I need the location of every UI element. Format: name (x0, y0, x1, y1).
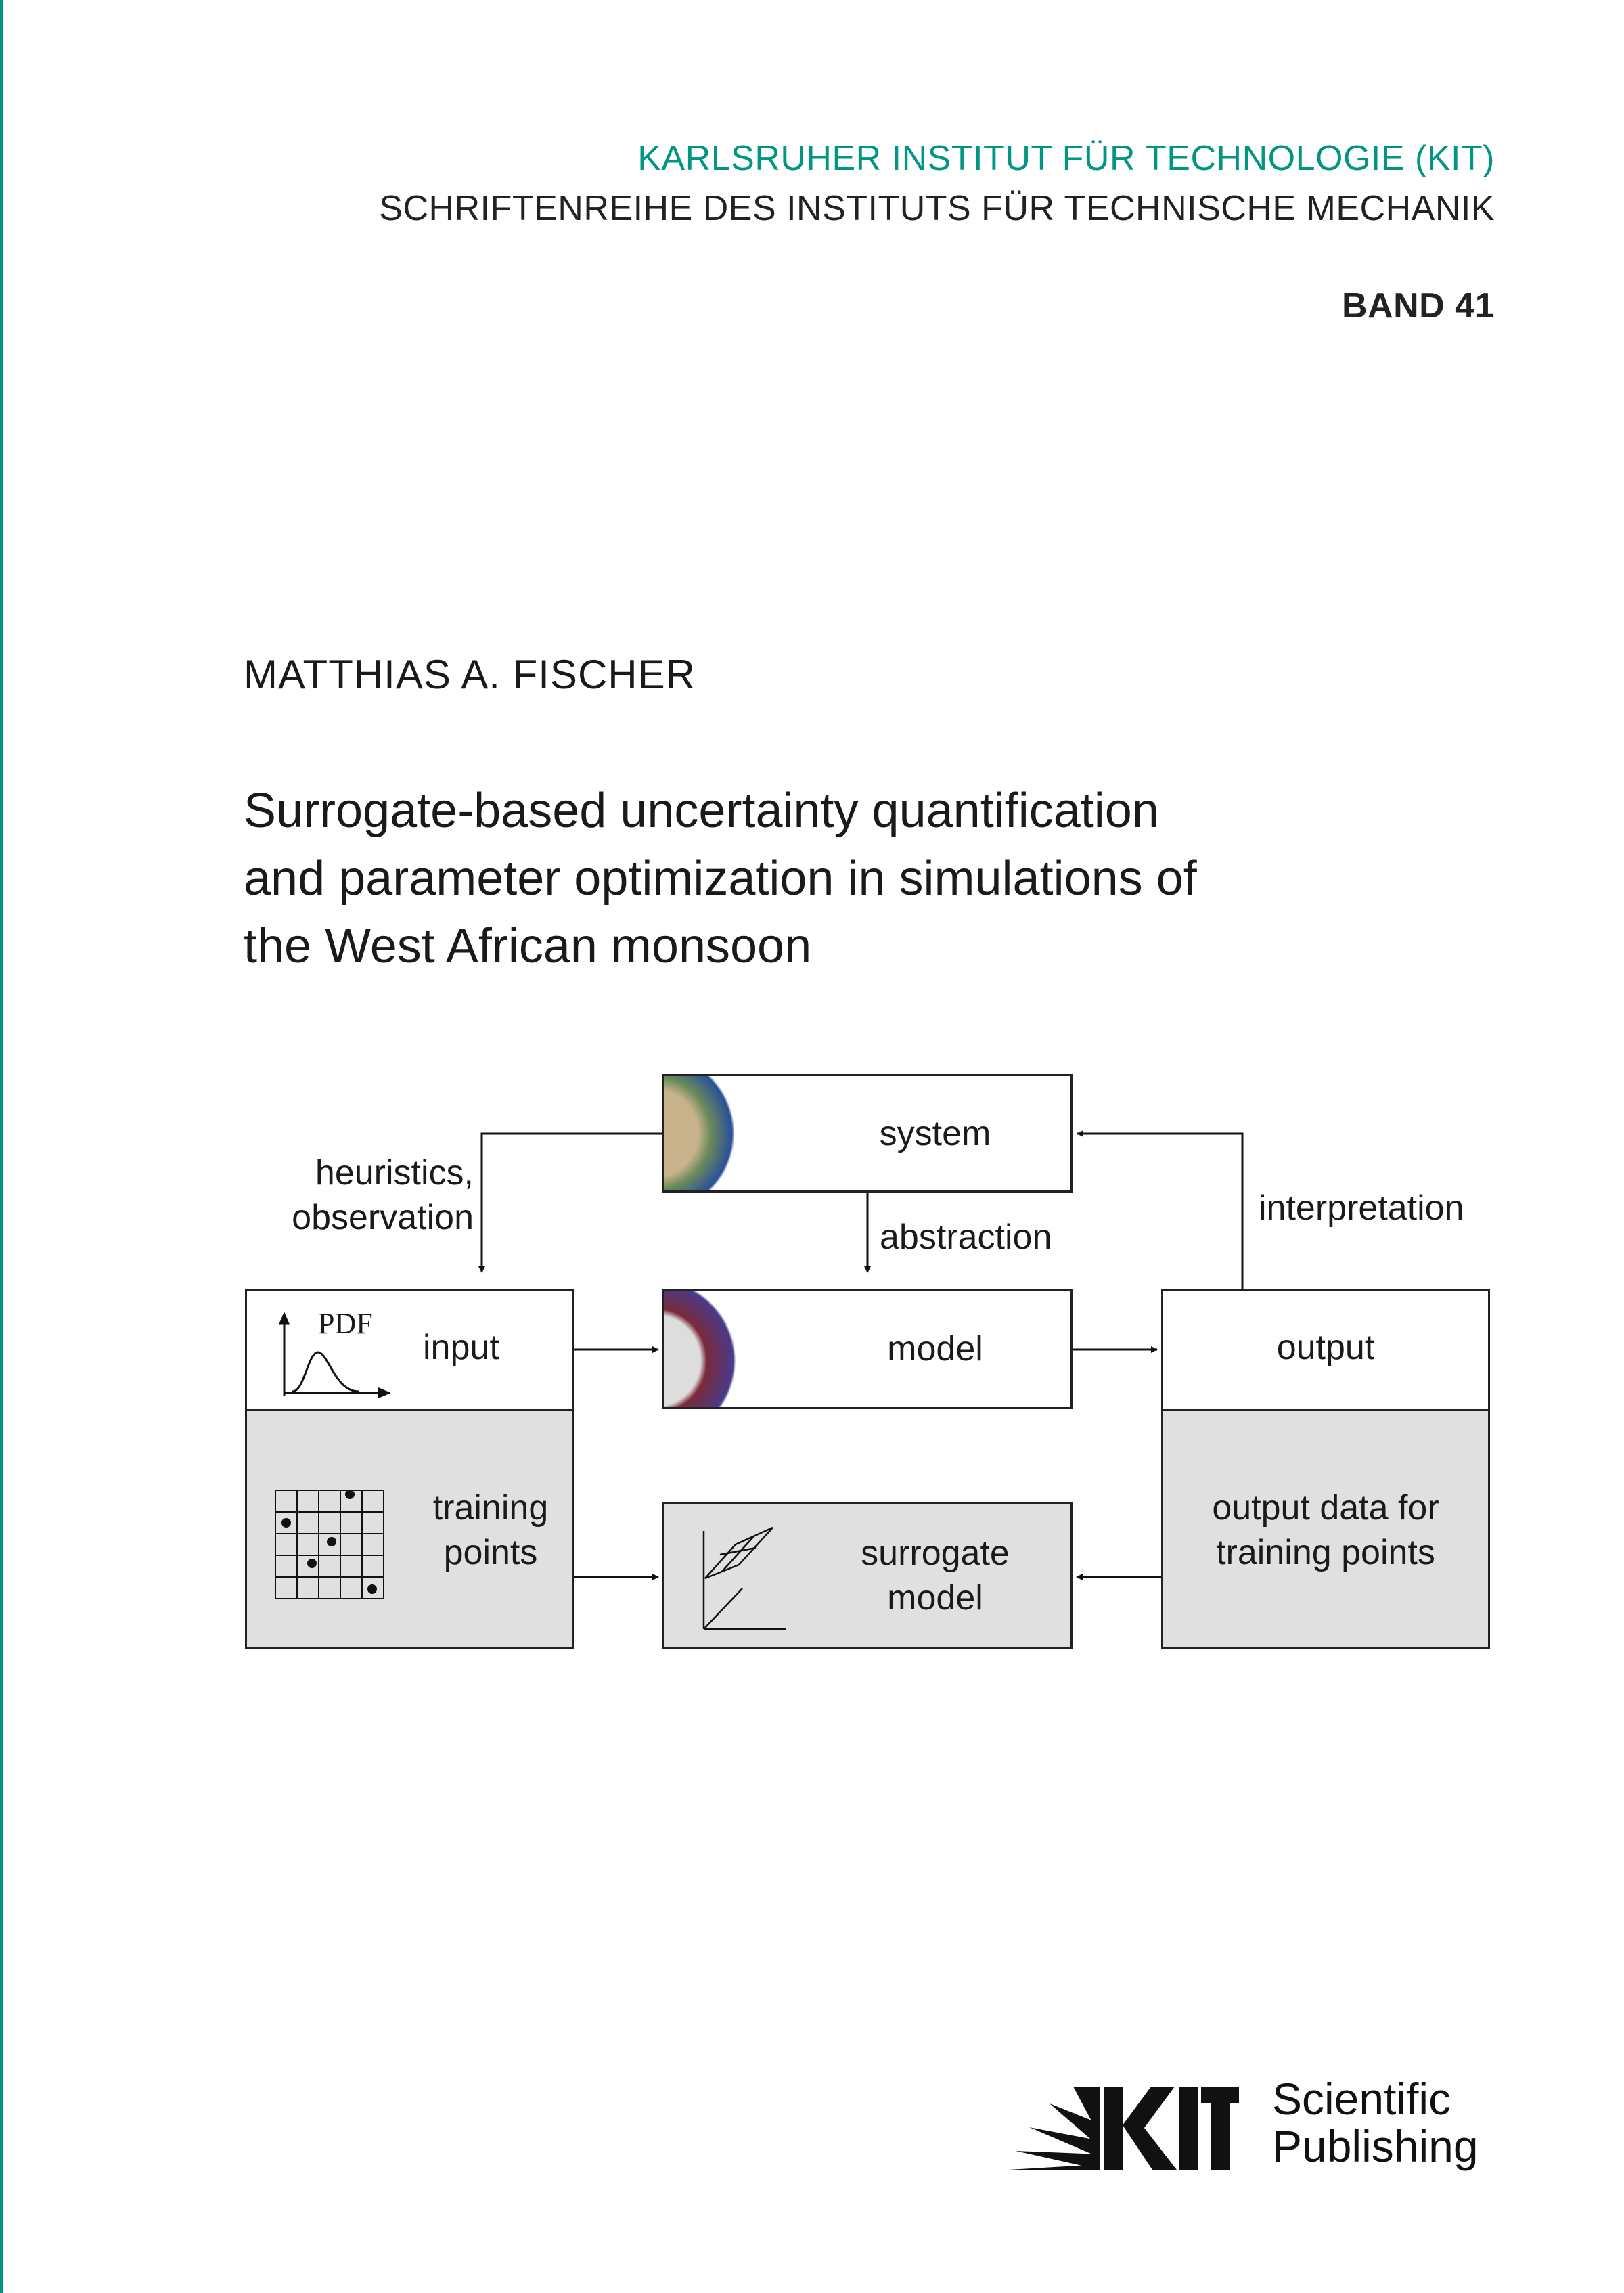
heuristics-line: observation (292, 1198, 474, 1237)
model-label: model (887, 1329, 983, 1368)
training-points-label: training points (416, 1486, 565, 1575)
pdf-curve-icon (278, 1312, 391, 1399)
pdf-label: PDF (318, 1307, 373, 1340)
abstraction-label: abstraction (880, 1218, 1052, 1257)
surrogate-model-label: surrogate model (800, 1531, 1070, 1620)
heuristics-label: heuristics, observation (257, 1151, 474, 1240)
publisher-line: Scientific (1272, 2074, 1451, 2124)
heuristics-line: heuristics, (315, 1153, 474, 1193)
label-line: points (443, 1533, 538, 1572)
kit-logo (1009, 2087, 1239, 2170)
sampling-grid-icon (275, 1490, 384, 1599)
output-data-box: output data for training points (1161, 1409, 1490, 1649)
output-box: output (1161, 1289, 1490, 1411)
model-grid-globe-image (664, 1291, 766, 1407)
label-line: training points (1216, 1533, 1435, 1572)
output-data-label: output data for training points (1163, 1486, 1488, 1575)
training-points-box: training points (245, 1409, 574, 1649)
system-label: system (879, 1114, 991, 1153)
volume-number: BAND 41 (1342, 286, 1495, 326)
title-line: Surrogate-based uncertainty quantificati… (244, 784, 1159, 838)
model-box: model (662, 1289, 1073, 1409)
input-box: PDF input (245, 1289, 574, 1411)
cover-edge-stripe (0, 0, 3, 2293)
title-line: the West African monsoon (244, 919, 812, 973)
system-box: system (662, 1074, 1073, 1193)
label-line: training (432, 1488, 549, 1528)
interpretation-label: interpretation (1259, 1188, 1464, 1228)
interpretation-arrow (1077, 1130, 1244, 1289)
input-label: input (423, 1328, 499, 1367)
heuristics-arrow (478, 1132, 662, 1273)
publisher-line: Publishing (1272, 2121, 1479, 2171)
label-line: model (887, 1578, 983, 1618)
response-surface-icon (702, 1526, 786, 1630)
label-line: surrogate (861, 1534, 1010, 1573)
surrogate-model-box: surrogate model (662, 1502, 1073, 1649)
book-title: Surrogate-based uncertainty quantificati… (244, 777, 1529, 980)
title-line: and parameter optimization in simulation… (244, 851, 1197, 906)
earth-globe-image (664, 1076, 766, 1190)
author: MATTHIAS A. FISCHER (244, 652, 696, 697)
label-line: output data for (1212, 1488, 1439, 1528)
institute-name: KARLSRUHER INSTITUT FÜR TECHNOLOGIE (KIT… (637, 139, 1495, 178)
output-label: output (1276, 1328, 1375, 1367)
series-name: SCHRIFTENREIHE DES INSTITUTS FÜR TECHNIS… (379, 189, 1495, 228)
publisher-name: Scientific Publishing (1272, 2075, 1479, 2170)
